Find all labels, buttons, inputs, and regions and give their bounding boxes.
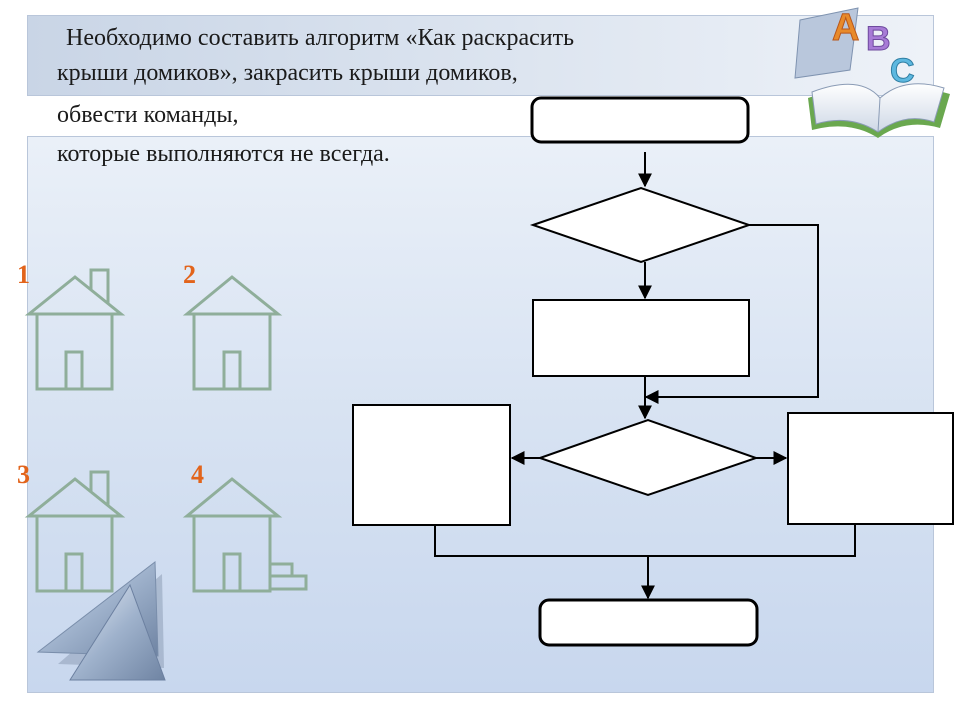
house-4[interactable] [182, 477, 308, 593]
house-3-door [64, 552, 84, 593]
house-2[interactable] [182, 275, 283, 391]
house-2-roof[interactable] [182, 275, 283, 316]
flow-end-terminator[interactable] [538, 598, 759, 647]
logo-letter-c: C [890, 52, 915, 90]
abc-book-icon: A B C [794, 7, 950, 138]
house-number-2: 2 [183, 260, 196, 289]
house-1-door [64, 350, 84, 391]
house-1[interactable] [24, 268, 126, 391]
house-2-door [222, 350, 242, 391]
title-band [27, 15, 934, 96]
merge-line [434, 524, 856, 557]
instruction-line-1: Необходимо составить алгоритм «Как раскр… [66, 25, 575, 51]
house-3[interactable] [24, 470, 126, 593]
flow-condition-2[interactable] [536, 418, 760, 497]
decorative-triangles [36, 561, 166, 681]
house-4-step-lower [268, 574, 308, 591]
flow-start-terminator[interactable] [530, 96, 750, 144]
flow-condition-1[interactable] [529, 186, 753, 264]
house-number-1: 1 [17, 260, 30, 289]
flow-process-right[interactable] [787, 412, 954, 525]
flow-process-1[interactable] [532, 299, 750, 377]
logo-letter-b: B [866, 20, 891, 58]
house-4-step-upper [268, 562, 294, 578]
logo-letter-a: A [832, 7, 859, 49]
flow-process-left[interactable] [352, 404, 511, 526]
flow-connectors [434, 152, 856, 600]
instruction-line-3: обвести команды, [57, 102, 239, 128]
arrow-condition-1-bypass [644, 224, 819, 404]
instruction-line-2: крыши домиков», закрасить крыши домиков, [57, 60, 518, 86]
house-number-3: 3 [17, 460, 30, 489]
flowchart [352, 96, 954, 647]
instruction-line-4: которые выполняются не всегда. [57, 141, 390, 167]
house-4-door [222, 552, 242, 593]
house-4-roof[interactable] [182, 477, 283, 518]
house-number-4: 4 [191, 460, 204, 489]
